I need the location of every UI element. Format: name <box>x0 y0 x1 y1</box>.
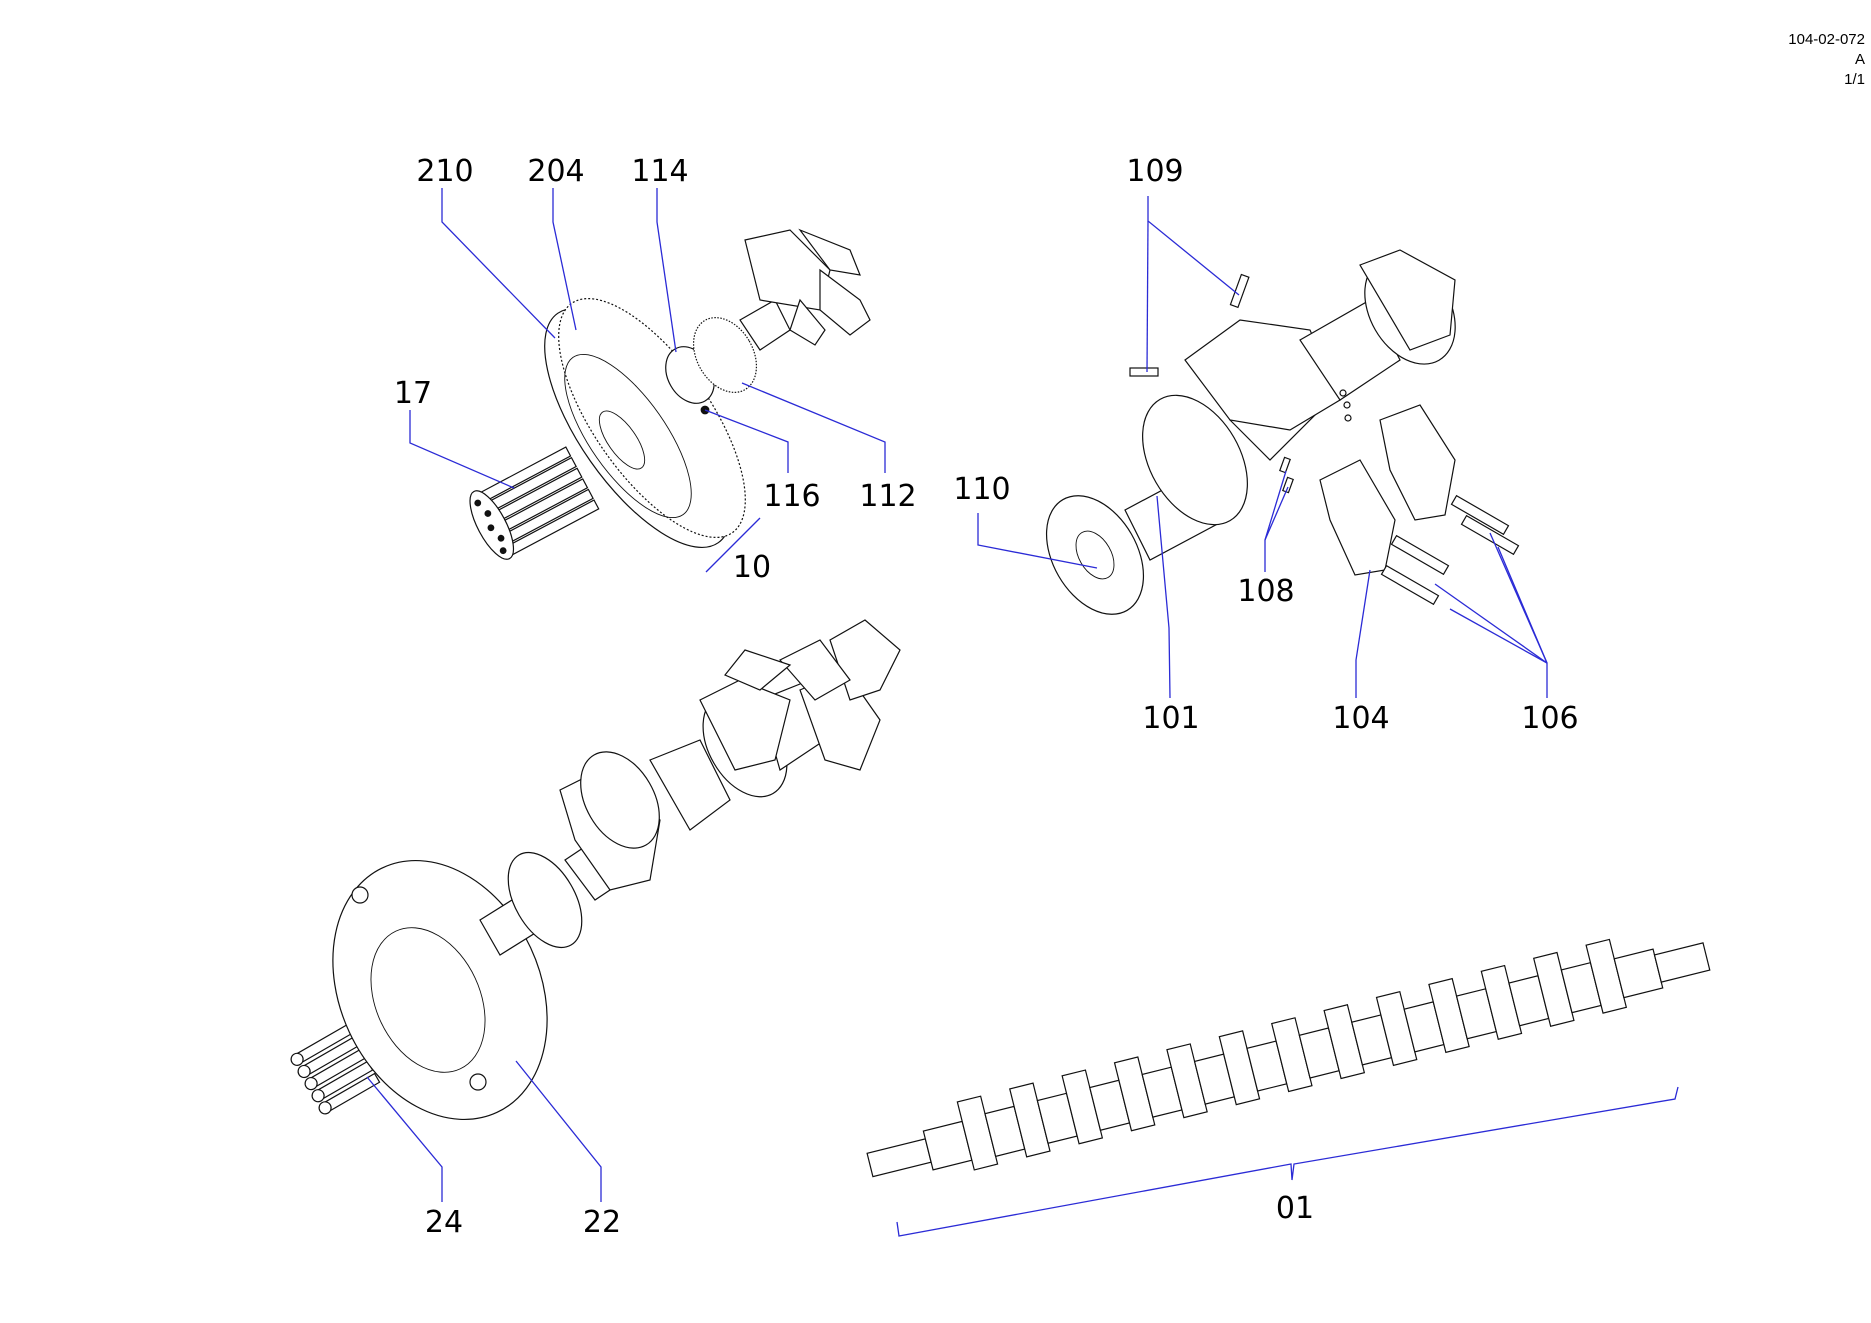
callout-110: 110 <box>953 472 1010 507</box>
bolt-106-a <box>1390 534 1450 576</box>
crank-section-assembly <box>1045 249 1520 615</box>
callout-24: 24 <box>425 1205 463 1240</box>
callout-10: 10 <box>733 550 771 585</box>
seal-ring-110 <box>1045 495 1145 615</box>
bolt-106-c <box>1450 494 1510 536</box>
counterweight-104-b <box>1379 404 1456 521</box>
screw-109-upper <box>1229 273 1250 309</box>
drawing-number: 104-02-072 <box>1788 31 1865 48</box>
title-block: 104-02-072 A 1/1 <box>1788 31 1865 88</box>
bolt-cluster-24 <box>290 1024 381 1115</box>
callout-01: 01 <box>1276 1191 1314 1226</box>
page-indicator: 1/1 <box>1844 71 1865 88</box>
callout-17: 17 <box>394 376 432 411</box>
flywheel-disc <box>544 297 746 549</box>
callout-104: 104 <box>1332 701 1389 736</box>
callout-116: 116 <box>763 479 820 514</box>
callout-114: 114 <box>631 154 688 189</box>
callout-labels: 210 204 114 17 116 112 10 109 110 108 10… <box>394 154 1579 1240</box>
callout-112: 112 <box>859 479 916 514</box>
crankshaft-section <box>479 619 901 956</box>
leader-lines <box>366 188 1679 1237</box>
damper-crank-assembly <box>290 619 901 1121</box>
flywheel-assembly <box>469 228 871 560</box>
pin-108-a <box>1279 456 1291 474</box>
callout-101: 101 <box>1142 701 1199 736</box>
callout-22: 22 <box>583 1205 621 1240</box>
callout-108: 108 <box>1237 574 1294 609</box>
bolt-106-d <box>1460 514 1520 556</box>
counterweight-104-a <box>1319 459 1396 576</box>
full-crankshaft-01 <box>866 938 1711 1178</box>
callout-109: 109 <box>1126 154 1183 189</box>
pin-108-b <box>1282 476 1294 494</box>
screw-109-lower <box>1129 367 1159 377</box>
revision-letter: A <box>1855 51 1865 68</box>
callout-106: 106 <box>1521 701 1578 736</box>
bolt-bundle-17 <box>469 446 600 560</box>
callout-204: 204 <box>527 154 584 189</box>
crank-end-with-gear <box>665 228 871 415</box>
callout-210: 210 <box>416 154 473 189</box>
bolt-106-b <box>1380 564 1440 606</box>
